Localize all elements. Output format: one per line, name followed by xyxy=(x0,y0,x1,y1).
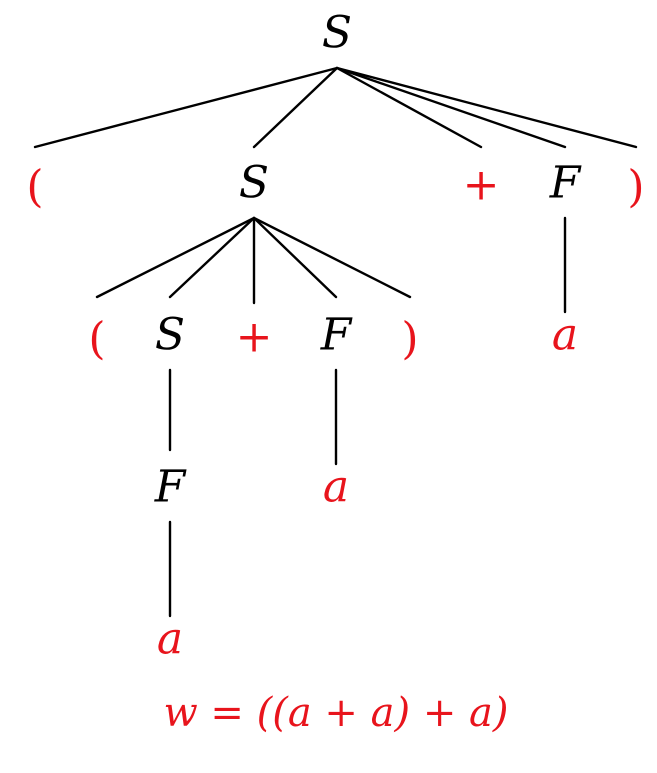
tree-node-l3-F: F xyxy=(154,462,187,513)
tree-node-l1-S: S xyxy=(239,158,269,209)
tree-edge-root-S-to-l1-plus xyxy=(335,66,483,149)
tree-node-l2-F: F xyxy=(320,310,353,361)
tree-node-l1-rparen: ) xyxy=(627,162,644,213)
tree-node-l1-lparen: ( xyxy=(26,162,43,213)
tree-edge-l1-S-to-l2-rparen xyxy=(252,216,412,299)
tree-node-l2-a-right: a xyxy=(552,310,578,361)
tree-node-l3-a: a xyxy=(323,462,349,513)
tree-node-l4-a: a xyxy=(157,614,183,665)
tree-edge-root-S-to-l1-lparen xyxy=(33,66,339,149)
tree-edge-l1-S-to-l2-F xyxy=(252,216,338,299)
tree-node-root-S: S xyxy=(322,8,352,59)
tree-edge-root-S-to-l1-S xyxy=(252,66,339,149)
tree-node-l1-plus: + xyxy=(463,160,500,211)
tree-edges xyxy=(33,66,638,618)
derived-word-formula: w = ((a + a) + a) xyxy=(163,690,508,736)
tree-edge-l1-S-to-l2-S xyxy=(168,216,256,299)
tree-node-l2-rparen: ) xyxy=(401,314,418,365)
tree-node-l1-F: F xyxy=(549,158,582,209)
tree-node-l2-S: S xyxy=(155,310,185,361)
tree-edge-root-S-to-l1-rparen xyxy=(335,66,638,149)
tree-node-l2-lparen: ( xyxy=(88,314,105,365)
tree-edge-root-S-to-l1-F xyxy=(335,66,567,149)
tree-edge-l1-S-to-l2-lparen xyxy=(95,216,256,299)
tree-node-l2-plus: + xyxy=(236,312,273,363)
